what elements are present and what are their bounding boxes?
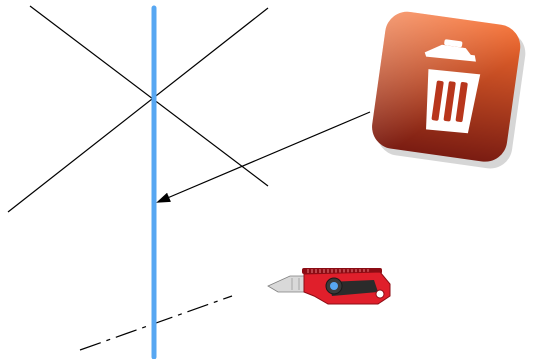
cross-line-2	[8, 8, 268, 212]
pointer-arrow	[158, 112, 370, 202]
delete-tile-icon[interactable]	[368, 9, 529, 171]
utility-knife-icon[interactable]	[268, 268, 390, 304]
cross-line-1	[30, 6, 268, 186]
